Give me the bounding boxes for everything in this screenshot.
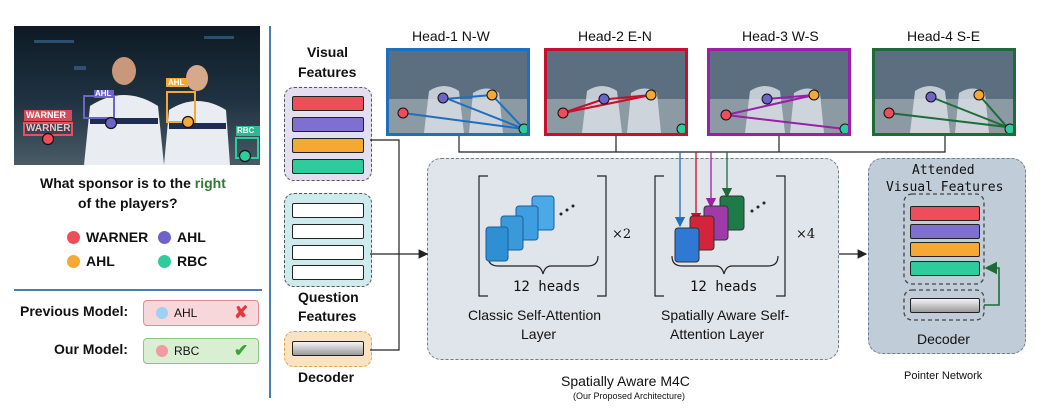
head-1-title: Head-1 N-W (412, 28, 490, 44)
head-3-panel (707, 48, 851, 136)
head-2-title: Head-2 E-N (578, 28, 652, 44)
legend-dot-ahl-purple (158, 231, 171, 244)
question-feature-bar-1 (292, 203, 364, 218)
main-subtitle: (Our Proposed Architecture) (573, 391, 686, 401)
previous-answer-box: AHL ✘ (143, 300, 259, 326)
visual-feature-bar-purple (292, 117, 364, 132)
attended-bar-orange (910, 242, 980, 257)
decoder-bar (292, 341, 364, 356)
classic-caption-1: Classic Self-Attention (468, 307, 602, 323)
pointer-decoder-label: Decoder (917, 331, 970, 347)
question-highlight: right (194, 175, 226, 191)
pointer-network-title: Pointer Network (904, 370, 983, 382)
question-feature-bar-3 (292, 245, 364, 260)
legend-label-ahl-orange: AHL (86, 253, 115, 269)
box-label-ahl-orange: AHL (168, 78, 185, 87)
head-4-image (875, 51, 1013, 133)
question-text: What sponsor is to the (40, 175, 195, 191)
attended-bar-green (910, 261, 980, 276)
our-answer-dot (156, 345, 168, 357)
question-feature-bar-4 (292, 265, 364, 280)
box-label-warner-top: WARNER (26, 110, 66, 120)
legend-label-ahl-purple: AHL (177, 229, 206, 245)
visual-features-title-2: Features (298, 64, 357, 80)
main-title: Spatially Aware M4C (561, 373, 690, 389)
box-label-ahl-purple: AHL (95, 89, 112, 98)
head-4-panel (872, 48, 1016, 136)
head-2-image (547, 51, 685, 133)
attended-title-1: Attended (912, 163, 975, 178)
our-model-label: Our Model: (54, 341, 128, 357)
question-line-1: What sponsor is to the right (40, 175, 226, 191)
visual-feature-bar-red (292, 96, 364, 111)
our-answer-box: RBC ✔ (143, 338, 259, 364)
legend-label-rbc: RBC (177, 253, 208, 269)
spatial-heads-label: 12 heads (690, 279, 758, 295)
decoder-stack (284, 331, 372, 367)
visual-features-stack (284, 87, 372, 181)
decoder-title: Decoder (298, 369, 355, 385)
legend-label-warner: WARNER (86, 229, 149, 245)
vertical-divider (269, 26, 271, 398)
question-features-title-1: Question (298, 289, 359, 305)
legend-dot-rbc (158, 255, 171, 268)
spatial-caption-1: Spatially Aware Self- (661, 307, 790, 323)
head-1-panel (386, 48, 530, 136)
box-label-warner-bottom: WARNER (26, 123, 71, 134)
question-feature-bar-2 (292, 224, 364, 239)
head-3-image (710, 51, 848, 133)
box-label-rbc: RBC (237, 126, 255, 135)
legend-dot-ahl-orange (67, 255, 80, 268)
head-3-title: Head-3 W-S (742, 28, 819, 44)
head-2-panel (544, 48, 688, 136)
previous-model-label: Previous Model: (20, 303, 129, 319)
our-answer-text: RBC (174, 344, 200, 358)
spatial-caption-2: Attention Layer (670, 326, 765, 342)
example-photo: WARNER WARNER AHL AHL RBC (14, 26, 260, 165)
head-1-image (389, 51, 527, 133)
attended-bar-purple (910, 224, 980, 239)
visual-features-title-1: Visual (307, 44, 348, 60)
spatial-multiplier: ×4 (796, 227, 816, 242)
question-line-2: of the players? (78, 195, 178, 211)
legend-dot-warner (67, 231, 80, 244)
previous-answer-dot (156, 307, 168, 319)
classic-heads-label: 12 heads (513, 279, 581, 295)
attended-bar-red (910, 206, 980, 221)
left-divider (14, 289, 262, 291)
hockey-scene-image (14, 26, 260, 165)
head-4-title: Head-4 S-E (907, 28, 981, 44)
visual-feature-bar-orange (292, 138, 364, 153)
classic-caption-2: Layer (521, 326, 557, 342)
check-icon: ✔ (234, 341, 249, 360)
visual-feature-bar-green (292, 159, 364, 174)
question-features-title-2: Features (298, 308, 357, 324)
attended-title-2: Visual Features (886, 180, 1004, 195)
previous-answer-text: AHL (174, 306, 198, 320)
question-features-stack (284, 193, 372, 287)
cross-icon: ✘ (234, 303, 249, 322)
pointer-decoder-bar (910, 298, 980, 313)
classic-multiplier: ×2 (612, 227, 632, 242)
